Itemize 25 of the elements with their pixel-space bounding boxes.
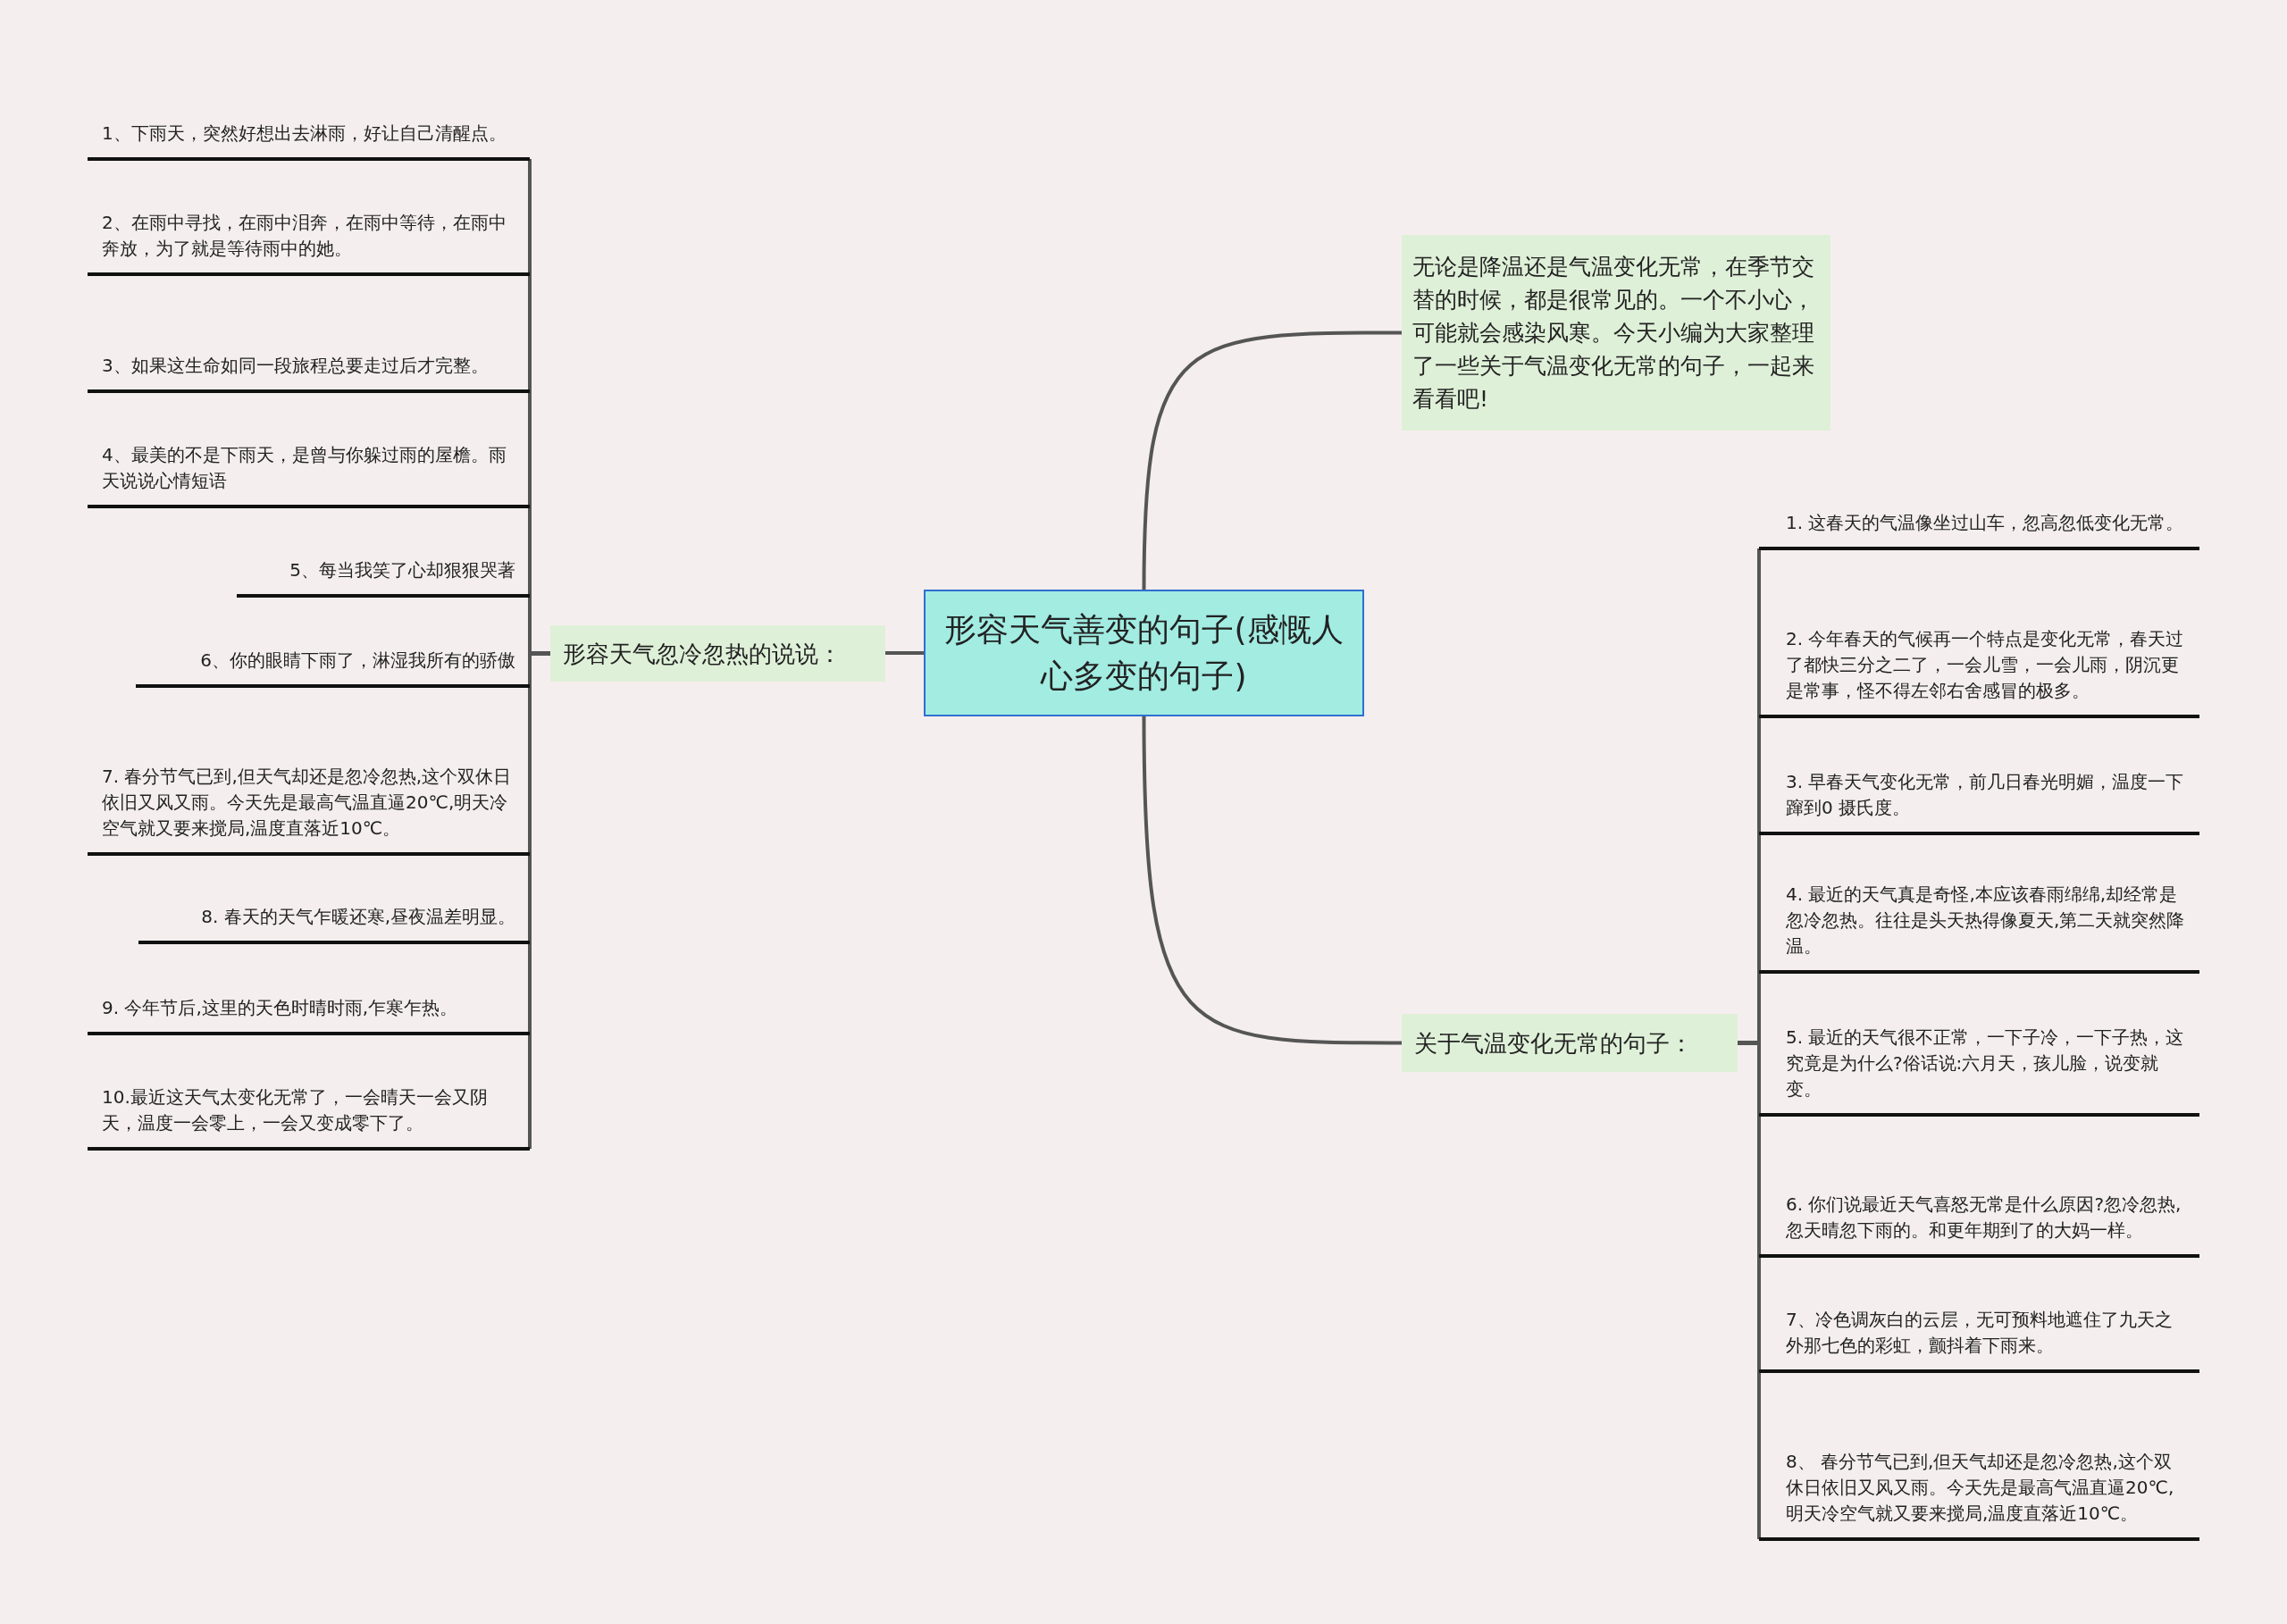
central-topic-box: 形容天气善变的句子(感慨人心多变的句子): [924, 590, 1364, 716]
sentence-item: 2、在雨中寻找，在雨中泪奔，在雨中等待，在雨中奔放，为了就是等待雨中的她。: [88, 205, 530, 276]
sentence-item: 10.最近这天气太变化无常了，一会晴天一会又阴天，温度一会零上，一会又变成零下了。: [88, 1077, 530, 1151]
sentence-item: 2. 今年春天的气候再一个特点是变化无常，春天过了都快三分之二了，一会儿雪，一会儿雨，阴沉更是常事，怪不得左邻右舍感冒的极多。: [1759, 593, 2199, 718]
sentence-item: 9. 今年节后,这里的天色时晴时雨,乍寒乍热。: [88, 989, 530, 1035]
sentence-item: 7、冷色调灰白的云层，无可预料地遮住了九天之外那七色的彩虹，颤抖着下雨来。: [1759, 1301, 2199, 1373]
sentence-item: 3、如果这生命如同一段旅程总要走过后才完整。: [88, 321, 530, 393]
topic-box: 无论是降温还是气温变化无常，在季节交替的时候，都是很常见的。一个不小心，可能就会感染风寒。今天小编为大家整理了一些关于气温变化无常的句子，一起来看看吧!: [1402, 235, 1830, 431]
sentence-item: 1. 这春天的气温像坐过山车，忽高忽低变化无常。: [1759, 478, 2199, 550]
sentence-item: 3. 早春天气变化无常，前几日春光明媚，温度一下蹿到0 摄氏度。: [1759, 761, 2199, 835]
sentence-item: 5、每当我笑了心却狠狠哭著: [237, 552, 530, 598]
topic-box: 形容天气忽冷忽热的说说：: [550, 625, 885, 682]
sentence-item: 1、下雨天，突然好想出去淋雨，好让自己清醒点。: [88, 89, 530, 161]
sentence-item: 4. 最近的天气真是奇怪,本应该春雨绵绵,却经常是忽冷忽热。往往是头天热得像夏天,第二天就突然降温。: [1759, 876, 2199, 974]
sentence-item: 5. 最近的天气很不正常，一下子冷，一下子热，这究竟是为什么?俗话说:六月天，孩儿脸，说变就变。: [1759, 1018, 2199, 1117]
topic-box: 关于气温变化无常的句子：: [1402, 1014, 1738, 1072]
connector-line: [1142, 716, 1402, 1045]
sentence-item: 8、 春分节气已到,但天气却还是忽冷忽热,这个双休日依旧又风又雨。今天先是最高气温直逼20℃,明天冷空气就又要来搅局,温度直落近10℃。: [1759, 1416, 2199, 1541]
sentence-item: 8. 春天的天气乍暖还寒,昼夜温差明显。: [138, 898, 530, 944]
sentence-item: 6. 你们说最近天气喜怒无常是什么原因?忽冷忽热,忽天晴忽下雨的。和更年期到了的大妈一样。: [1759, 1159, 2199, 1258]
sentence-item: 4、最美的不是下雨天，是曾与你躲过雨的屋檐。雨天说说心情短语: [88, 436, 530, 508]
connector-line: [1142, 331, 1402, 590]
connector-line: [885, 651, 924, 655]
sentence-item: 6、你的眼睛下雨了，淋湿我所有的骄傲: [136, 641, 530, 688]
sentence-item: 7. 春分节气已到,但天气却还是忽冷忽热,这个双休日依旧又风又雨。今天先是最高气温直逼20℃,明天冷空气就又要来搅局,温度直落近10℃。: [88, 731, 530, 856]
